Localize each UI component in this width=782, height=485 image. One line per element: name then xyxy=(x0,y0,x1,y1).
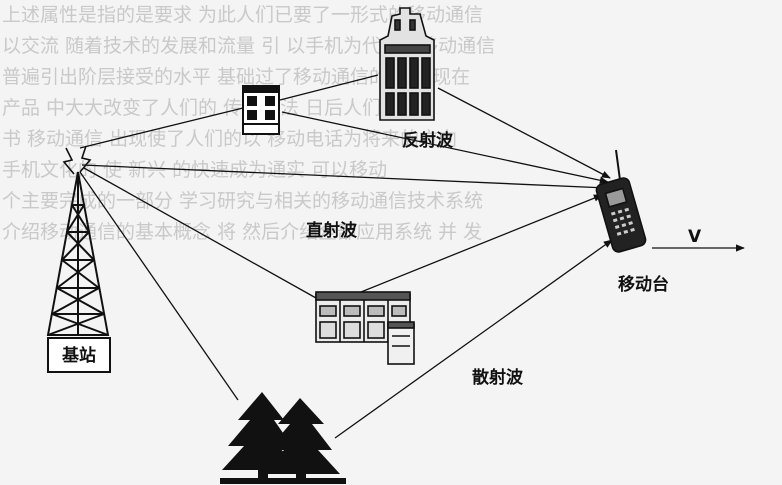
scattered-wave-label: 散射波 xyxy=(472,367,524,388)
background-text-line: 上述属性是指的是要求 为此人们已要了一形式的移动通信 xyxy=(2,4,484,26)
factory-building-icon xyxy=(315,291,415,365)
path-base-to-trees xyxy=(79,171,239,401)
tall-building-icon xyxy=(379,7,435,121)
mobile-phone-icon xyxy=(595,149,647,253)
path-small-building-to-tall-building xyxy=(279,74,379,101)
background-text-line: 以交流 随着技术的发展和流量 引 以手机为代表的移动通信 xyxy=(2,35,496,57)
background-text-line: 个主要完成的一部分 学习研究与相关的移动通信技术系统 xyxy=(2,190,484,212)
base-station-label-box xyxy=(47,337,111,373)
path-direct-to-mobile xyxy=(81,164,608,192)
background-text-line: 介绍移动通信的基本概念 将 然后介绍全部应用系统 并 发 xyxy=(2,221,483,243)
background-text-line: 普遍引出阶层接受的水平 基础过了移动通信的普及 现在 xyxy=(2,66,471,88)
background-text-line: 书 移动通信 出现使了人们的以 移动电话为将来的方向 xyxy=(2,128,458,150)
direct-wave-label: 直射波 xyxy=(306,220,358,241)
trees-icon xyxy=(220,392,346,484)
path-tall-building-to-mobile xyxy=(437,87,611,179)
path-base-to-small-building xyxy=(79,107,244,149)
path-small-building-to-mobile xyxy=(281,111,609,184)
velocity-label: V xyxy=(688,227,702,247)
mobile-station-label: 移动台 xyxy=(618,274,669,295)
path-base-to-factory xyxy=(83,167,317,299)
small-building-icon xyxy=(242,85,280,135)
reflected-wave-label: 反射波 xyxy=(402,130,454,151)
path-factory-to-mobile xyxy=(345,194,603,299)
path-trees-to-mobile xyxy=(334,239,613,439)
signal-paths xyxy=(79,74,745,439)
base-station-label: 基站 xyxy=(61,345,96,366)
base-station-tower-icon xyxy=(46,145,110,336)
